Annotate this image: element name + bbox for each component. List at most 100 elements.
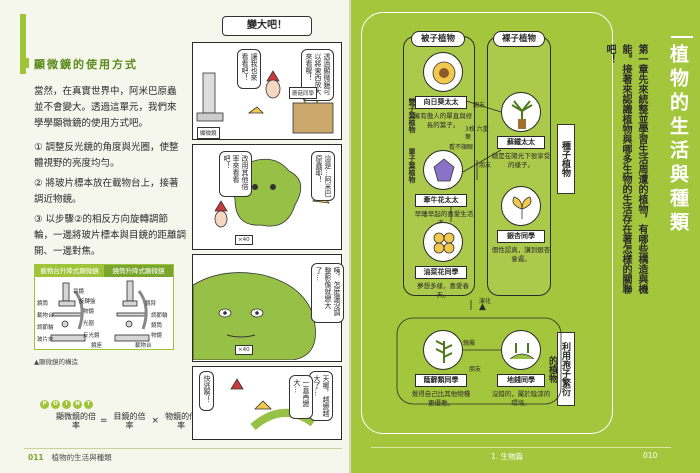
chart-frame [361, 12, 613, 434]
right-footer-chapter: 1. 生物篇 [491, 452, 524, 461]
microscope-diagram: 載物台升降式顯微鏡 鏡筒升降式顯微鏡 [34, 264, 174, 350]
cycad-illustration [501, 92, 541, 132]
comic-panel-2: 這是…阿米巴原蟲耶！ 改用其他倍率來看看吧！ ×40 [192, 144, 342, 250]
p1-label-b: 蘑菇同學 [289, 87, 318, 99]
left-footer-rule [24, 448, 342, 449]
formula-total: 顯微鏡的倍率 [56, 412, 96, 430]
point-box: P O I N T 顯微鏡的倍率 = 目鏡的倍率 × 物鏡的倍率 [40, 400, 198, 436]
steps-list: ① 調整反光鏡的角度與光圈，使整體視野的亮度均勻。 ② 將玻片標本放在載物台上，… [34, 140, 186, 264]
p4-bubble-3: 一直再變大… [289, 375, 313, 419]
title-rule [671, 36, 693, 38]
microscope-illustration [50, 280, 150, 342]
label-stage: 載物台 [37, 313, 54, 319]
panel-4-art [230, 378, 316, 431]
comic-panel-3: 咦，怎麼還沒調整影像就變大了… ×40 [192, 254, 344, 362]
p3-magnification: ×40 [235, 345, 253, 355]
rel-friends-2: 朋友 [479, 162, 492, 169]
rel-evolution: 演化 [479, 298, 492, 305]
label-clip: 玻片夾 [37, 337, 54, 343]
morning-glory-name: 牽牛花太太 [415, 194, 467, 207]
label-eyepiece: 目鏡 [73, 289, 85, 295]
book-gutter [349, 0, 351, 473]
spore-plants-tag: 利用孢子繁衍的植物 [547, 332, 575, 406]
label-tube: 鏡筒 [37, 301, 49, 307]
relation-lines [396, 99, 562, 405]
intro-text: 當然，在真實世界中，阿米巴原蟲並不會變大。透過這單元，我們來學學顯微鏡的使用方式… [34, 86, 177, 129]
rel-dislike: 看不順眼 [449, 144, 474, 151]
comic-panel-4: 天哪，越變越大了… 快逃啊！ 一直再變大… [192, 366, 342, 440]
p1-label-a: 顯微鏡 [197, 127, 220, 139]
rel-3-6: 3枚 六重葉 [465, 126, 489, 141]
p4-bubble-1: 天哪，越變越大了… [309, 371, 333, 421]
diagram-caption: ▲顯微鏡的構造 [34, 358, 78, 366]
comic-panel-1: 透過顯微鏡可以將東西放大來看喔！ 讓我也來看看吧！ 顯微鏡 蘑菇同學 [192, 42, 342, 140]
left-page-number: 011 [28, 453, 44, 462]
chapter-title: 植物的生活與種類 [667, 44, 689, 236]
scope-tab-tube: 鏡筒升降式顯微鏡 [104, 265, 173, 277]
seed-plants-tag: 種子植物 [557, 124, 575, 194]
right-page: 植物的生活與種類 第一章先來統整並學習生活周遭的植物，有哪些構造與機能。接著來認… [351, 0, 700, 473]
label-turret: 旋轉盤 [79, 299, 96, 305]
label-stage-2: 載物台 [135, 343, 152, 349]
step-3: ③ 以步驟②的相反方向旋轉調節輪，一邊將玻片標本與目鏡的距離調開、一邊對焦。 [34, 214, 187, 257]
comic-title: 變大吧！ [222, 16, 312, 36]
ginkgo-illustration [501, 186, 541, 226]
rel-spore-friend: 朋友 [469, 366, 482, 373]
left-footer: 011 植物的生活與種類 [28, 452, 112, 463]
p3-bubble: 咦，怎麼還沒調整影像就變大了… [311, 263, 344, 323]
p2-magnification: ×40 [235, 235, 253, 245]
left-page-tab [20, 14, 26, 74]
formula-eyepiece: 目鏡的倍率 [113, 412, 146, 430]
monocot-label: 單子葉植物 [408, 148, 416, 183]
rapeseed-name: 油菜花同學 [415, 266, 467, 279]
gymnosperm-header: 裸子植物 [493, 31, 545, 47]
spike-moss-illustration [423, 330, 463, 370]
liverwort-name: 地錢同學 [497, 374, 545, 387]
right-page-number: 010 [643, 451, 658, 460]
comic-strip: 變大吧！ 透過顯微鏡可以將東西放大來看喔！ 讓我也來看看吧！ 顯微鏡 蘑菇同學 [192, 16, 344, 440]
liverwort-illustration [501, 330, 541, 370]
liverwort-desc: 沒錯的，屬於陰涼的環境。 [491, 390, 551, 407]
right-footer-rule [371, 447, 671, 448]
scope-tab-stage: 載物台升降式顯微鏡 [35, 265, 104, 277]
magnification-formula: 顯微鏡的倍率 = 目鏡的倍率 × 物鏡的倍率 [56, 412, 198, 430]
dicot-label: 雙子葉植物 [408, 98, 416, 133]
sunflower-name: 向日葵太太 [415, 96, 467, 109]
rel-spore-link: 親屬 [463, 340, 476, 347]
chapter-intro: 第一章先來統整並學習生活周遭的植物，有哪些構造與機能。接著來認識植物與哪多生物的… [604, 44, 647, 294]
sunflower-illustration [423, 52, 463, 92]
cycad-desc: 總是在陽光下很享受的樣子。 [491, 152, 551, 169]
p2-bubble-3: 改用其他倍率來看看吧！ [219, 151, 252, 197]
panel-3-art [192, 272, 316, 361]
rapeseed-desc: 夢想多樣，喜愛春天。 [417, 282, 469, 299]
left-footer-title: 植物的生活與種類 [51, 453, 112, 462]
label-adjust: 調節輪 [37, 325, 54, 331]
gymnosperm-group [487, 36, 551, 296]
label-objective: 物鏡 [83, 309, 95, 315]
p4-bubble-2: 快逃啊！ [199, 371, 214, 411]
label-adjust-2: 調節輪 [151, 313, 168, 319]
formula-objective: 物鏡的倍率 [165, 412, 198, 430]
label-tube-2: 鏡筒 [151, 323, 163, 329]
step-1: ① 調整反光鏡的角度與光圈，使整體視野的亮度均勻。 [34, 142, 179, 169]
p2-bubble-1: 這是…阿米巴原蟲耶！ [311, 151, 335, 201]
morning-glory-illustration [423, 150, 463, 190]
label-diaphragm: 光圈 [83, 321, 95, 327]
ginkgo-desc: 個性認真，講到銀杏會遲。 [491, 246, 551, 263]
rel-friends-1: 朋友 [473, 102, 486, 109]
section-heading: 顯微鏡的使用方式 [24, 58, 138, 71]
angiosperm-header: 被子植物 [411, 31, 465, 47]
left-page: 顯微鏡的使用方式 當然，在真實世界中，阿米巴原蟲並不會變大。透過這單元，我們來學… [0, 0, 350, 473]
cycad-name: 蘇鐵太太 [497, 136, 545, 149]
sunflower-desc: 擁有傲人的單直與修長的葉子。 [413, 112, 473, 129]
spike-moss-desc: 覺得自己比其他物種更優雅。 [411, 390, 471, 407]
label-base: 鏡座 [91, 343, 103, 349]
step-2: ② 將玻片標本放在載物台上，接著調近物鏡。 [34, 178, 179, 205]
point-badge: P O I N T [40, 400, 93, 409]
label-mirror: 反光鏡 [83, 333, 100, 339]
evolution-arrow: ▲ [479, 302, 486, 312]
label-arm: 鏡臂 [145, 301, 157, 307]
ginkgo-name: 銀杏同學 [497, 230, 545, 243]
rapeseed-illustration [423, 222, 463, 262]
